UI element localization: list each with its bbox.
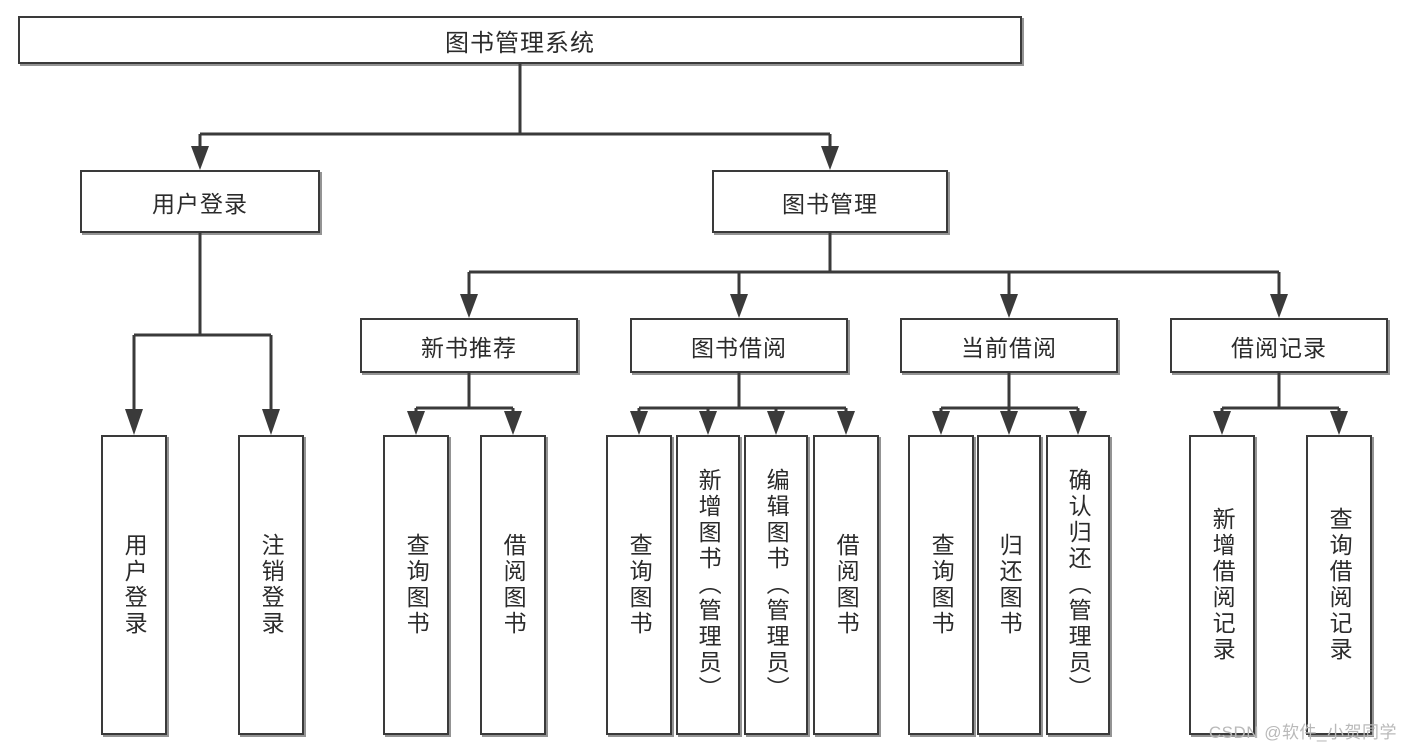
arrow-borrow-child-1 — [630, 411, 648, 435]
node-current-borrow[interactable]: 当前借阅 — [900, 318, 1118, 373]
arrow-userlogin-child-2 — [262, 409, 280, 435]
node-label: 查询借阅记录 — [1326, 507, 1353, 663]
node-book-management[interactable]: 图书管理 — [712, 170, 948, 233]
node-leaf-confirm-return-admin[interactable]: 确认归还（管理员） — [1046, 435, 1110, 735]
node-leaf-edit-book-admin[interactable]: 编辑图书（管理员） — [744, 435, 808, 735]
node-book-borrow[interactable]: 图书借阅 — [630, 318, 848, 373]
node-new-book-recommend[interactable]: 新书推荐 — [360, 318, 578, 373]
arrow-to-newbook — [460, 294, 478, 318]
node-label: 借阅图书 — [833, 533, 860, 637]
node-label: 图书借阅 — [691, 334, 787, 361]
node-leaf-add-borrow-record[interactable]: 新增借阅记录 — [1189, 435, 1255, 735]
arrow-borrow-child-4 — [837, 411, 855, 435]
node-label: 查询图书 — [626, 533, 653, 637]
arrow-to-borrow — [730, 294, 748, 318]
node-label: 用户登录 — [121, 533, 148, 637]
node-borrow-record[interactable]: 借阅记录 — [1170, 318, 1388, 373]
node-label: 新增借阅记录 — [1209, 507, 1236, 663]
arrow-to-current — [1000, 294, 1018, 318]
node-leaf-return-book[interactable]: 归还图书 — [977, 435, 1041, 735]
node-leaf-logout[interactable]: 注销登录 — [238, 435, 304, 735]
node-leaf-query-book-borrow[interactable]: 查询图书 — [606, 435, 672, 735]
arrow-newbook-child-2 — [504, 411, 522, 435]
node-leaf-query-book-current[interactable]: 查询图书 — [908, 435, 974, 735]
arrow-record-child-1 — [1213, 411, 1231, 435]
node-leaf-add-book-admin[interactable]: 新增图书（管理员） — [676, 435, 740, 735]
arrow-borrow-child-3 — [767, 411, 785, 435]
node-label: 新增图书（管理员） — [695, 468, 722, 702]
arrow-borrow-child-2 — [699, 411, 717, 435]
node-label: 借阅记录 — [1231, 334, 1327, 361]
node-user-login[interactable]: 用户登录 — [80, 170, 320, 233]
arrow-record-child-2 — [1330, 411, 1348, 435]
node-label: 编辑图书（管理员） — [763, 468, 790, 702]
node-leaf-borrow-book-recommend[interactable]: 借阅图书 — [480, 435, 546, 735]
arrow-userlogin-child-1 — [125, 409, 143, 435]
node-leaf-user-login[interactable]: 用户登录 — [101, 435, 167, 735]
node-label: 归还图书 — [996, 533, 1023, 637]
node-label: 用户登录 — [152, 190, 248, 217]
node-label: 图书管理系统 — [445, 29, 595, 57]
node-label: 注销登录 — [258, 533, 285, 637]
node-root-system[interactable]: 图书管理系统 — [18, 16, 1022, 64]
node-leaf-query-borrow-record[interactable]: 查询借阅记录 — [1306, 435, 1372, 735]
arrow-to-user-login — [191, 146, 209, 170]
node-label: 查询图书 — [403, 533, 430, 637]
arrow-current-child-1 — [932, 411, 950, 435]
node-label: 当前借阅 — [961, 334, 1057, 361]
arrow-newbook-child-1 — [407, 411, 425, 435]
node-label: 借阅图书 — [500, 533, 527, 637]
node-label: 图书管理 — [782, 190, 878, 217]
node-label: 新书推荐 — [421, 334, 517, 361]
node-label: 确认归还（管理员） — [1065, 468, 1092, 702]
arrow-current-child-3 — [1069, 411, 1087, 435]
arrow-current-child-2 — [1000, 411, 1018, 435]
watermark-text: CSDN @软件_小贺同学 — [1208, 723, 1397, 742]
arrow-to-record — [1270, 294, 1288, 318]
node-leaf-query-book-recommend[interactable]: 查询图书 — [383, 435, 449, 735]
node-leaf-borrow-book[interactable]: 借阅图书 — [813, 435, 879, 735]
arrow-to-book-mgmt — [821, 146, 839, 170]
node-label: 查询图书 — [928, 533, 955, 637]
